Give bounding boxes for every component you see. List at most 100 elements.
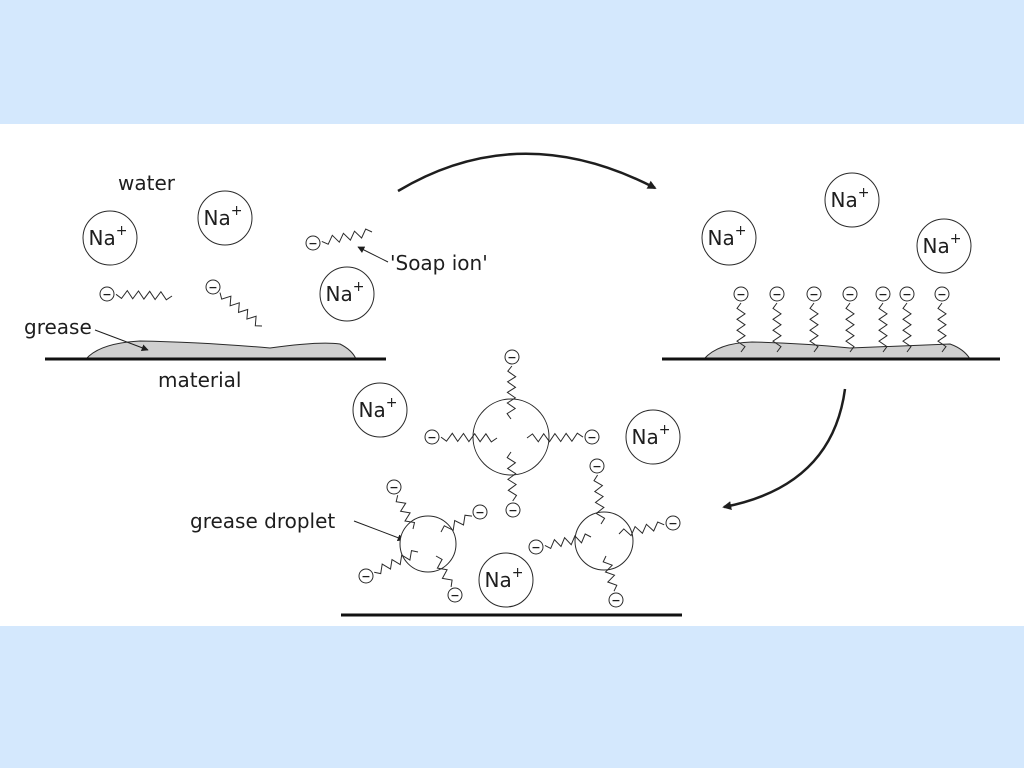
grease-layer xyxy=(84,340,357,360)
positive-charge: + xyxy=(858,185,870,201)
process-arrow-2 xyxy=(722,388,847,511)
negative-charge: − xyxy=(475,506,484,519)
sodium-ion: Na+ xyxy=(319,266,375,322)
hydrocarbon-tail xyxy=(115,289,173,301)
negative-head xyxy=(358,568,374,584)
soap-ion: − xyxy=(358,550,419,584)
hydrocarbon-tail xyxy=(526,432,584,443)
diagram-panel: water 'Soap ion' grease material grease … xyxy=(0,124,1024,626)
positive-charge: + xyxy=(386,395,398,411)
negative-charge: − xyxy=(531,541,540,554)
soap-ion: − xyxy=(440,504,488,533)
grease-layer-coated xyxy=(702,341,971,360)
soap-ion: − xyxy=(99,286,173,302)
sodium-ion: Na+ xyxy=(824,172,880,228)
positive-charge: + xyxy=(231,203,243,219)
negative-charge: − xyxy=(902,288,911,301)
negative-head xyxy=(733,286,749,302)
negative-head xyxy=(875,286,891,302)
grease-droplet-large xyxy=(472,398,550,476)
hydrocarbon-tail xyxy=(772,302,782,353)
negative-head xyxy=(528,539,544,555)
negative-head xyxy=(424,429,440,445)
negative-charge: − xyxy=(611,594,620,607)
process-arrow-1 xyxy=(397,152,657,193)
hydrocarbon-tail xyxy=(506,365,517,420)
negative-head xyxy=(472,504,488,520)
hydrocarbon-tail xyxy=(435,555,453,587)
negative-charge: − xyxy=(736,288,745,301)
negative-head xyxy=(608,592,624,608)
negative-charge: − xyxy=(809,288,818,301)
negative-head xyxy=(505,502,521,518)
material-label: material xyxy=(158,368,241,392)
positive-charge: + xyxy=(735,223,747,239)
hydrocarbon-tail xyxy=(593,474,606,525)
negative-charge: − xyxy=(208,281,217,294)
soap-ion: − xyxy=(528,533,592,555)
negative-head xyxy=(99,286,115,302)
negative-head xyxy=(842,286,858,302)
negative-charge: − xyxy=(427,431,436,444)
hydrocarbon-tail xyxy=(937,302,947,353)
negative-head xyxy=(447,587,463,603)
grease-droplet-pointer xyxy=(353,520,405,542)
negative-head xyxy=(769,286,785,302)
sodium-ion: Na+ xyxy=(625,409,681,465)
negative-charge: − xyxy=(668,517,677,530)
negative-head xyxy=(504,349,520,365)
negative-charge: − xyxy=(937,288,946,301)
hydrocarbon-tail xyxy=(736,302,746,353)
sodium-ion: Na+ xyxy=(197,190,253,246)
positive-charge: + xyxy=(116,223,128,239)
positive-charge: + xyxy=(512,565,524,581)
positive-charge: + xyxy=(353,279,365,295)
soap-ion: − xyxy=(424,429,498,445)
sodium-ion: Na+ xyxy=(82,210,138,266)
water-label: water xyxy=(118,171,176,195)
soap-ion: − xyxy=(934,286,950,353)
hydrocarbon-tail xyxy=(845,302,855,353)
grease-label: grease xyxy=(24,315,92,339)
positive-charge: + xyxy=(950,231,962,247)
negative-head xyxy=(665,515,681,531)
negative-head xyxy=(205,279,221,295)
negative-charge: − xyxy=(450,589,459,602)
negative-charge: − xyxy=(587,431,596,444)
negative-head xyxy=(899,286,915,302)
negative-charge: − xyxy=(389,481,398,494)
soap-ion: − xyxy=(435,555,463,603)
hydrocarbon-tail xyxy=(809,302,819,353)
soap-ion: − xyxy=(842,286,858,353)
soap-ion: − xyxy=(733,286,749,353)
soap-ion: − xyxy=(504,349,520,420)
hydrocarbon-tail xyxy=(602,555,618,592)
soap-ion: − xyxy=(526,429,600,445)
sodium-ion: Na+ xyxy=(478,552,534,608)
hydrocarbon-tail xyxy=(440,432,498,443)
hydrocarbon-tail xyxy=(878,302,888,353)
sodium-ion: Na+ xyxy=(701,210,757,266)
hydrocarbon-tail xyxy=(321,228,373,245)
negative-charge: − xyxy=(592,460,601,473)
hydrocarbon-tail xyxy=(506,451,518,502)
soap-ion: − xyxy=(386,479,416,530)
negative-charge: − xyxy=(772,288,781,301)
soap-ion: − xyxy=(875,286,891,353)
soap-ion: − xyxy=(305,228,373,251)
grease-droplet-right xyxy=(574,511,634,571)
hydrocarbon-tail xyxy=(440,514,473,533)
hydrocarbon-tail xyxy=(395,495,416,530)
soap-ion: − xyxy=(589,458,606,525)
soap-action-diagram: water 'Soap ion' grease material grease … xyxy=(24,152,1000,617)
soap-ion-label: 'Soap ion' xyxy=(390,251,488,275)
negative-head xyxy=(305,235,321,251)
hydrocarbon-tail xyxy=(902,302,912,353)
negative-charge: − xyxy=(308,237,317,250)
hydrocarbon-tail xyxy=(618,521,665,537)
negative-charge: − xyxy=(361,570,370,583)
negative-head xyxy=(934,286,950,302)
grease-droplet-label: grease droplet xyxy=(190,509,335,533)
grease-pointer xyxy=(94,329,149,352)
negative-head xyxy=(589,458,605,474)
